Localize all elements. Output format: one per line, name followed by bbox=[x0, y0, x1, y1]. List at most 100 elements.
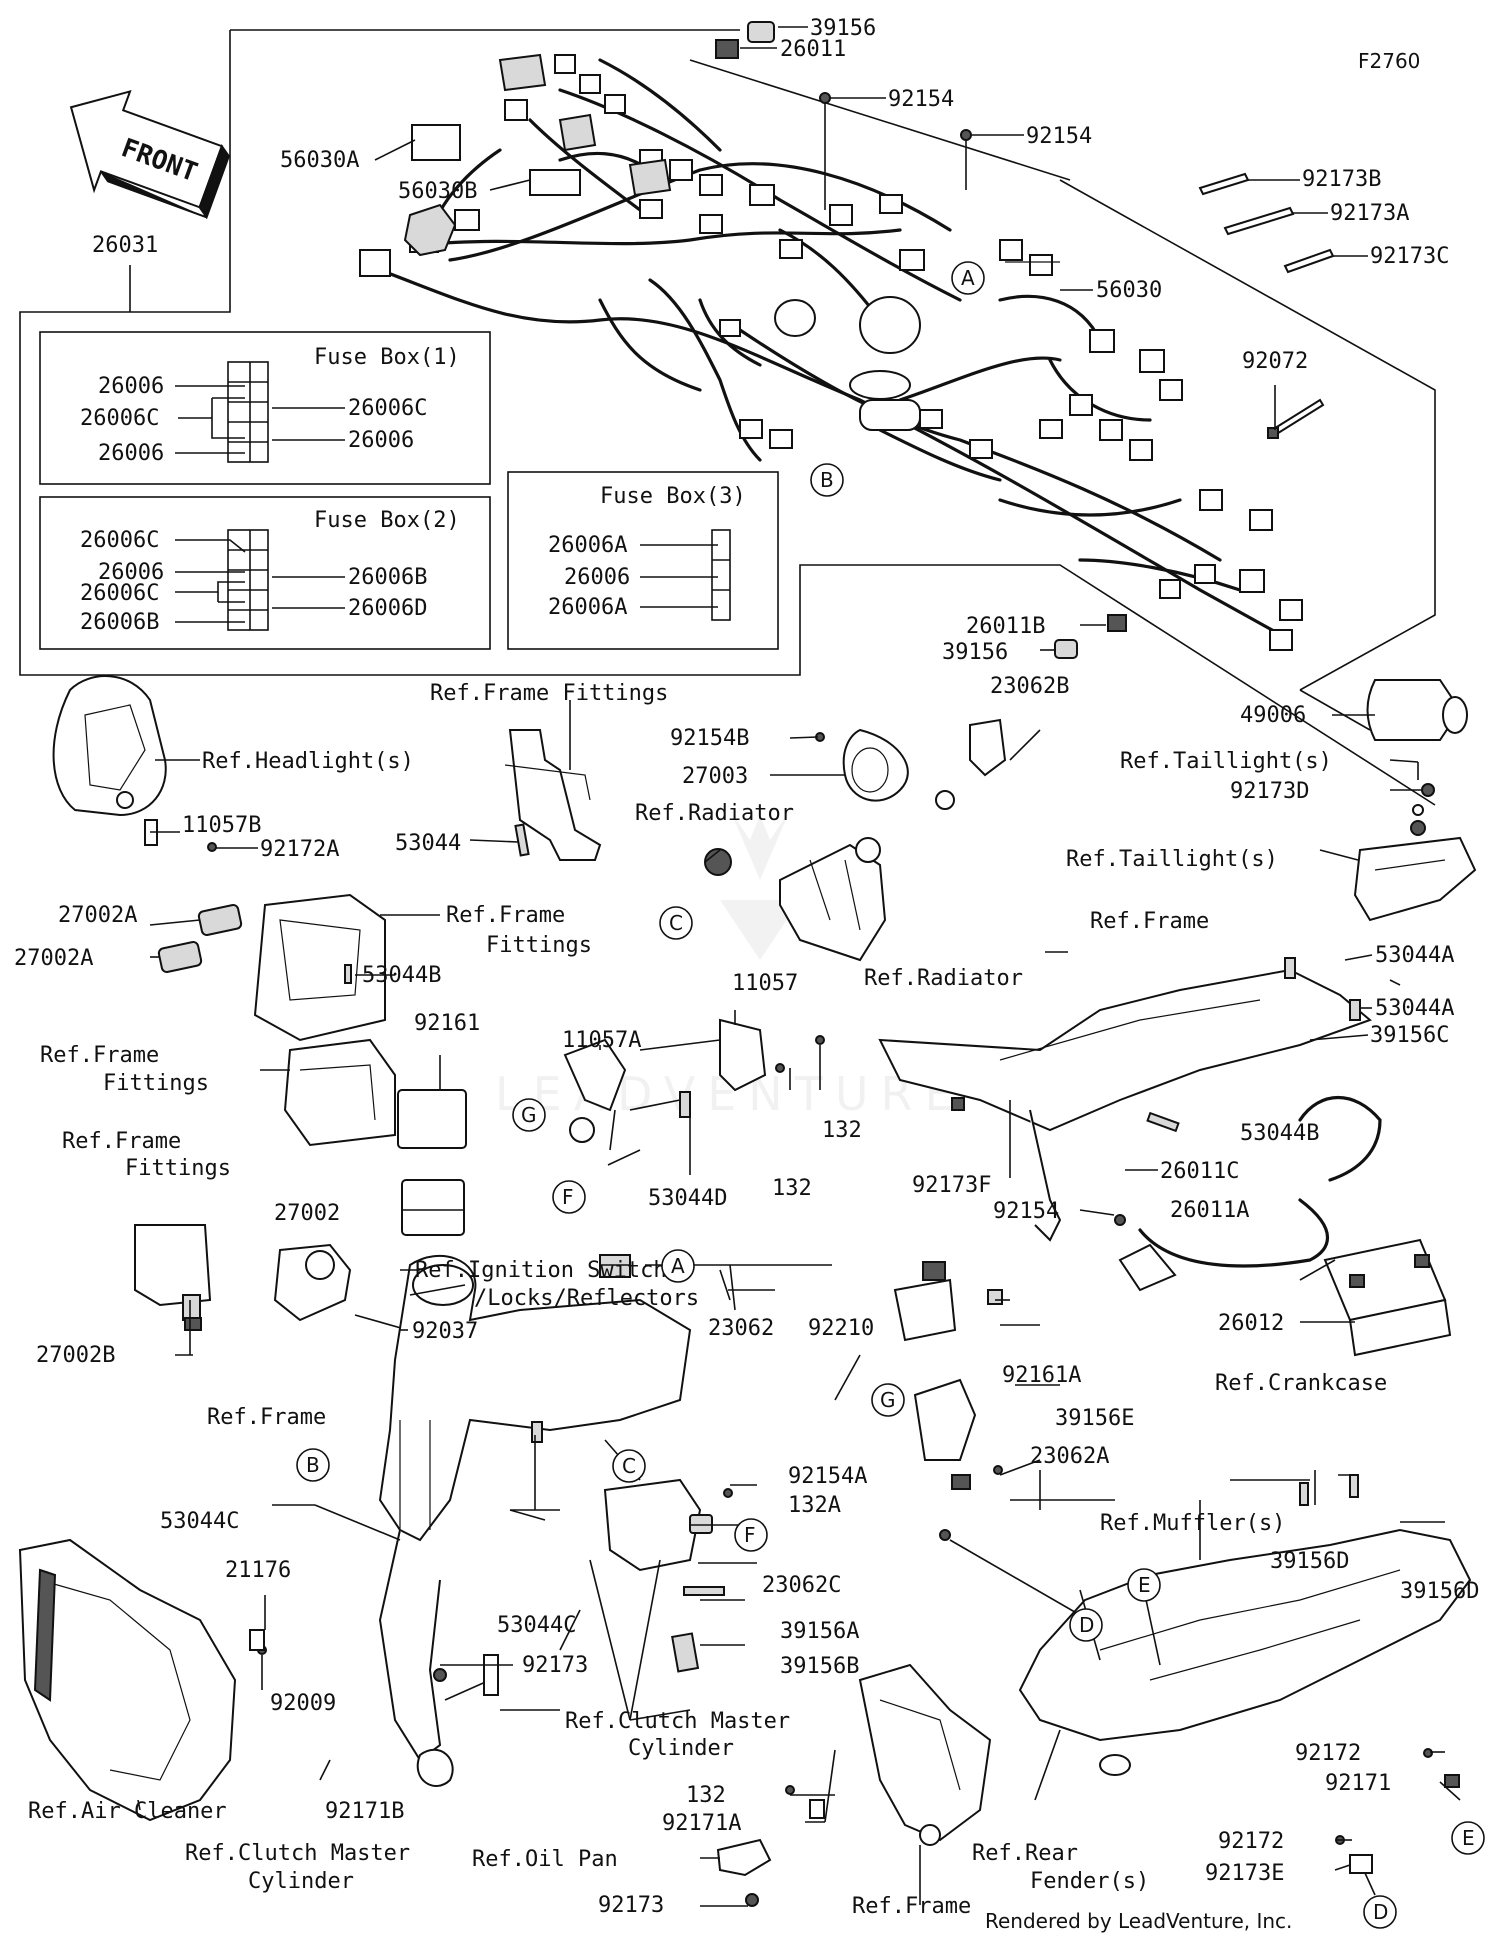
label-132-c: 132 bbox=[686, 1783, 726, 1808]
label-53044d: 53044B bbox=[1240, 1121, 1319, 1146]
label-92173d: 92173D bbox=[1230, 779, 1309, 804]
label-39156c: 39156C bbox=[1370, 1023, 1449, 1048]
label-92161: 92161 bbox=[414, 1011, 480, 1036]
label-ref-clutch-master-1a: Ref.Clutch Master bbox=[565, 1709, 790, 1734]
label-11057b: 11057B bbox=[182, 813, 261, 838]
part-labels: 39156 26011 92154 92154 56030A 56030B 26… bbox=[14, 16, 1479, 1919]
fuse-box-3-left-1: 26006 bbox=[564, 565, 630, 590]
label-26011c: 26011C bbox=[1160, 1159, 1239, 1184]
label-92154-c: 92154 bbox=[993, 1199, 1059, 1224]
air-cleaner-assembly bbox=[18, 1538, 267, 1822]
muffler-relay-bracket bbox=[893, 1261, 1003, 1541]
label-92173-b: 92173 bbox=[598, 1893, 664, 1918]
label-53044b-1: 53044B bbox=[362, 963, 441, 988]
label-27002a-2: 27002A bbox=[14, 946, 93, 971]
label-92172-b: 92172 bbox=[1218, 1829, 1284, 1854]
callout-markers: A B C G F A G B C F D E E D bbox=[296, 261, 1485, 1929]
label-ref-ignition-switch-b: /Locks/Reflectors bbox=[474, 1286, 699, 1311]
label-92173c: 92173C bbox=[1370, 244, 1449, 269]
frame-fittings-2 bbox=[283, 1038, 467, 1236]
relay-bracket-23062c bbox=[603, 1478, 733, 1673]
taillight-assembly bbox=[1353, 762, 1477, 922]
relay-39156 bbox=[747, 21, 775, 43]
diagram-code: F2760 bbox=[1358, 49, 1420, 73]
label-56030a: 56030A bbox=[280, 148, 359, 173]
regulator-bracket bbox=[563, 1018, 825, 1143]
label-ref-frame-fittings-2b: Fittings bbox=[486, 933, 592, 958]
label-ref-frame-1: Ref.Frame bbox=[1090, 909, 1209, 934]
label-92173-a: 92173 bbox=[522, 1653, 588, 1678]
label-ref-frame-fittings-4b: Fittings bbox=[125, 1156, 231, 1181]
callout-e-2: E bbox=[1462, 1826, 1475, 1850]
label-23062b: 23062B bbox=[990, 674, 1069, 699]
label-ref-clutch-master-2a: Ref.Clutch Master bbox=[185, 1841, 410, 1866]
frame-fittings-3 bbox=[134, 1224, 212, 1331]
fuse-box-1-left-0: 26006 bbox=[98, 374, 164, 399]
label-92171b: 92171B bbox=[325, 1799, 404, 1824]
label-53044c-1: 53044C bbox=[160, 1509, 239, 1534]
callout-c-1: C bbox=[669, 911, 683, 935]
label-ref-ignition-switch-a: Ref.Ignition Switch bbox=[415, 1258, 667, 1283]
label-92154a: 92154A bbox=[788, 1464, 867, 1489]
main-frame-rear bbox=[878, 957, 1372, 1242]
label-92173a: 92173A bbox=[1330, 201, 1409, 226]
fuse-box-3-title: Fuse Box(3) bbox=[600, 484, 746, 509]
label-92171a: 92171A bbox=[662, 1811, 741, 1836]
label-21176: 21176 bbox=[225, 1558, 291, 1583]
fuse-box-3-left-2: 26006A bbox=[548, 595, 627, 620]
fuse-box-3: Fuse Box(3) 26006A 26006 26006A bbox=[507, 471, 779, 650]
label-92037: 92037 bbox=[412, 1319, 478, 1344]
fuse-box-3-left-0: 26006A bbox=[548, 533, 627, 558]
horn-assembly bbox=[815, 718, 1041, 810]
label-23062: 23062 bbox=[708, 1316, 774, 1341]
fuse-box-2-right-1: 26006D bbox=[348, 596, 427, 621]
relay-39156-b bbox=[1054, 639, 1078, 659]
label-92009: 92009 bbox=[270, 1691, 336, 1716]
label-ref-frame-fittings-4a: Ref.Frame bbox=[62, 1129, 181, 1154]
callout-g-2: G bbox=[880, 1388, 896, 1412]
label-ref-muffler: Ref.Muffler(s) bbox=[1100, 1511, 1285, 1536]
label-ref-taillight-2: Ref.Taillight(s) bbox=[1066, 847, 1278, 872]
main-frame-front bbox=[378, 1254, 692, 1787]
label-ref-crankcase: Ref.Crankcase bbox=[1215, 1371, 1387, 1396]
label-39156-b: 39156 bbox=[942, 640, 1008, 665]
label-92072: 92072 bbox=[1242, 349, 1308, 374]
fuse-box-2-left-0: 26006C bbox=[80, 528, 159, 553]
label-ref-frame-3: Ref.Frame bbox=[852, 1894, 971, 1919]
label-92210: 92210 bbox=[808, 1316, 874, 1341]
label-ref-clutch-master-2b: Cylinder bbox=[248, 1869, 354, 1894]
callout-a-2: A bbox=[671, 1254, 685, 1278]
label-ref-frame-fittings-3b: Fittings bbox=[103, 1071, 209, 1096]
label-132-b: 132 bbox=[772, 1176, 812, 1201]
label-ref-headlight: Ref.Headlight(s) bbox=[202, 749, 414, 774]
label-53044c-2: 53044C bbox=[497, 1613, 576, 1638]
fuse-box-2-right-0: 26006B bbox=[348, 565, 427, 590]
callout-c-2: C bbox=[622, 1454, 636, 1478]
callout-b-2: B bbox=[306, 1453, 320, 1477]
label-49006: 49006 bbox=[1240, 703, 1306, 728]
front-arrow-icon: FRONT bbox=[69, 90, 230, 220]
label-39156a: 39156A bbox=[780, 1619, 859, 1644]
label-92173e: 92173E bbox=[1205, 1861, 1284, 1886]
label-ref-radiator-2: Ref.Radiator bbox=[864, 966, 1023, 991]
label-ref-clutch-master-1b: Cylinder bbox=[628, 1736, 734, 1761]
frame-fittings-top bbox=[504, 729, 602, 861]
label-92154-b: 92154 bbox=[1026, 124, 1092, 149]
label-23062a: 23062A bbox=[1030, 1444, 1109, 1469]
fuse-box-1-left-1: 26006C bbox=[80, 406, 159, 431]
label-39156e: 39156E bbox=[1055, 1406, 1134, 1431]
callout-d-1: D bbox=[1079, 1613, 1094, 1637]
label-26011a: 26011A bbox=[1170, 1198, 1249, 1223]
label-ref-taillight-1: Ref.Taillight(s) bbox=[1120, 749, 1332, 774]
label-26011: 26011 bbox=[780, 37, 846, 62]
callout-g-1: G bbox=[521, 1103, 537, 1127]
fuse-box-1-left-2: 26006 bbox=[98, 441, 164, 466]
headlight-assembly bbox=[52, 675, 217, 852]
label-ref-air-cleaner: Ref.Air Cleaner bbox=[28, 1799, 227, 1824]
label-27003: 27003 bbox=[682, 764, 748, 789]
radiator-bracket bbox=[704, 837, 887, 962]
label-27002: 27002 bbox=[274, 1201, 340, 1226]
label-ref-radiator-1: Ref.Radiator bbox=[635, 801, 794, 826]
label-39156d-1: 39156D bbox=[1270, 1549, 1349, 1574]
